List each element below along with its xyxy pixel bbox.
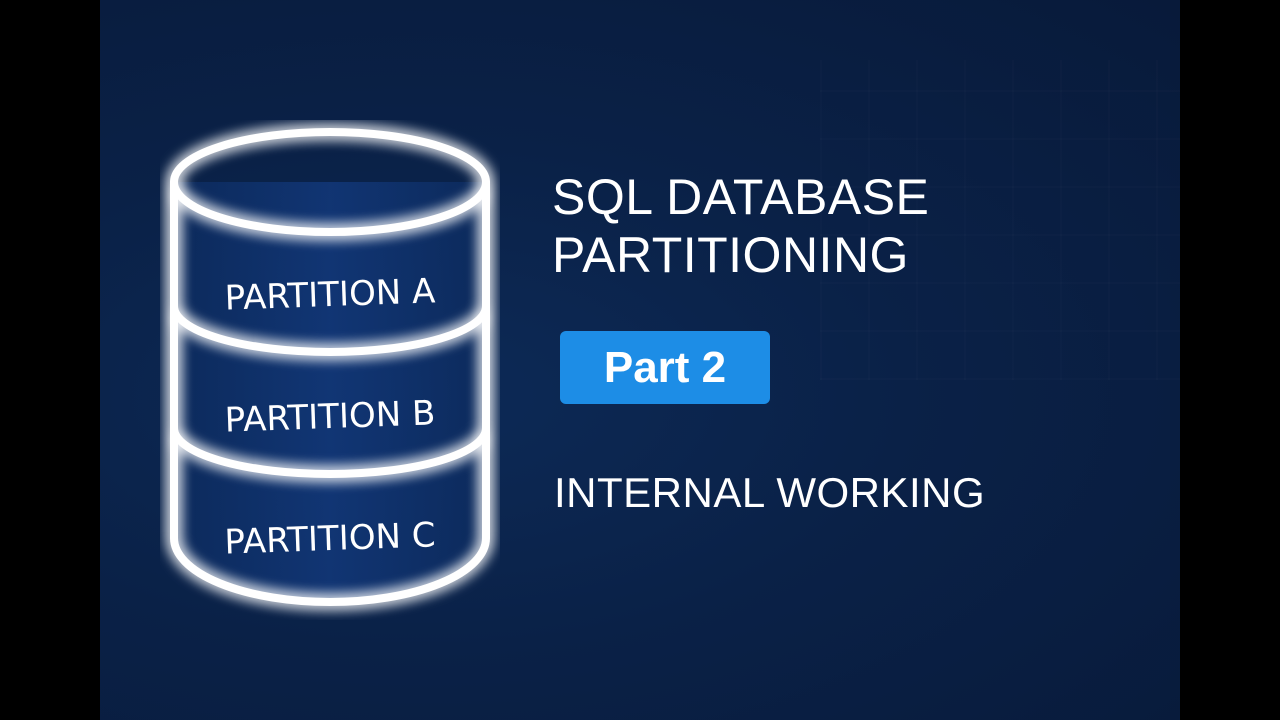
partition-label-a: PARTITION A — [224, 271, 436, 318]
partition-label-b: PARTITION B — [224, 393, 436, 440]
thumbnail-canvas: PARTITION A PARTITION B PARTITION C SQL … — [100, 0, 1180, 720]
subtitle: INTERNAL WORKING — [554, 469, 986, 516]
part-badge: Part 2 — [560, 331, 770, 404]
divider-a-b — [170, 302, 490, 356]
page-title: SQL DATABASE PARTITIONING — [552, 168, 929, 284]
database-cylinder-icon: PARTITION A PARTITION B PARTITION C — [160, 120, 500, 620]
cylinder-body — [174, 182, 486, 602]
partition-label-c: PARTITION C — [224, 515, 436, 562]
title-line-2: PARTITIONING — [552, 227, 909, 283]
divider-b-c — [170, 424, 490, 478]
title-line-1: SQL DATABASE — [552, 169, 930, 225]
cylinder-bottom — [170, 534, 490, 606]
